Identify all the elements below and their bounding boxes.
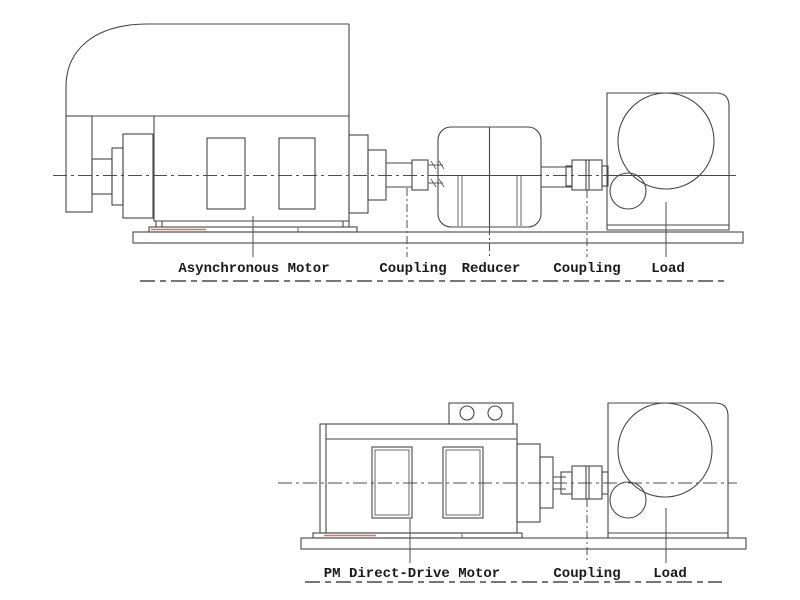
terminal-hole-1 [459, 405, 475, 421]
motor-window-1 [206, 137, 246, 210]
asynchronous-motor-drawing [65, 23, 387, 233]
pm-window-2-outer [442, 446, 484, 519]
coupling2-shaft [541, 166, 572, 188]
load-drawing-top [606, 92, 730, 231]
label-asynchronous-motor: Asynchronous Motor [178, 261, 329, 277]
bottom-coupling-flange-split [585, 466, 590, 499]
pm-motor-drawing [312, 402, 554, 539]
bottom-load-big-wheel [617, 402, 713, 498]
coupling-2-drawing [541, 159, 609, 191]
load-small-wheel [609, 172, 647, 210]
bottom-leader-lines [409, 499, 667, 563]
motor-left-bracket [65, 115, 93, 213]
bottom-baseplate [300, 537, 747, 550]
motor-window-2 [278, 137, 316, 210]
label-load-top: Load [651, 261, 685, 277]
label-reducer: Reducer [462, 261, 521, 277]
motor-left-bearing [122, 133, 154, 219]
bottom-labels: PM Direct-Drive Motor Coupling Load [324, 566, 687, 582]
top-labels: Asynchronous Motor Coupling Reducer Coup… [178, 261, 684, 277]
label-coupling-1: Coupling [379, 261, 446, 277]
motor-left-step [111, 147, 124, 206]
motor-body [153, 116, 349, 222]
bottom-assembly: PM Direct-Drive Motor Coupling Load [278, 402, 747, 583]
pm-right-step [539, 456, 554, 509]
coupling1-body [411, 159, 429, 191]
motor-feet [155, 221, 350, 227]
motor-fan-cover [65, 23, 349, 116]
coupling2-flange-split [585, 160, 590, 190]
top-leader-lines [252, 188, 667, 257]
bottom-coupling-drawing [553, 465, 609, 500]
load-drawing-bottom [607, 402, 729, 539]
pm-window-2-inner [445, 449, 481, 516]
coupling1-shaft [386, 162, 412, 188]
bottom-coupling-shaft [553, 476, 566, 490]
label-coupling-2: Coupling [553, 261, 620, 277]
pm-motor-body [319, 423, 518, 534]
reducer-bearing-seats [457, 176, 522, 226]
reducer-input-shaft [428, 164, 443, 184]
load-big-wheel [617, 92, 715, 190]
pm-window-1-outer [371, 446, 413, 519]
motor-right-bearing [348, 134, 369, 214]
coupling-1-drawing [386, 159, 445, 191]
top-assembly: Asynchronous Motor Coupling Reducer Coup… [53, 23, 744, 282]
input-shaft-ticks [430, 160, 445, 188]
pm-window-1-inner [374, 449, 410, 516]
terminal-hole-2 [487, 405, 503, 421]
label-bottom-coupling: Coupling [553, 566, 620, 582]
top-baseplate [132, 231, 744, 244]
bottom-load-small-wheel [609, 481, 647, 519]
motor-right-step [367, 149, 387, 201]
reducer-drawing [437, 126, 542, 228]
load-housing [606, 92, 730, 231]
terminal-box [448, 402, 514, 425]
label-bottom-load: Load [653, 566, 687, 582]
motor-left-shaft-stub [91, 158, 113, 195]
bottom-load-housing [607, 402, 729, 539]
label-pm-direct-drive-motor: PM Direct-Drive Motor [324, 566, 500, 582]
